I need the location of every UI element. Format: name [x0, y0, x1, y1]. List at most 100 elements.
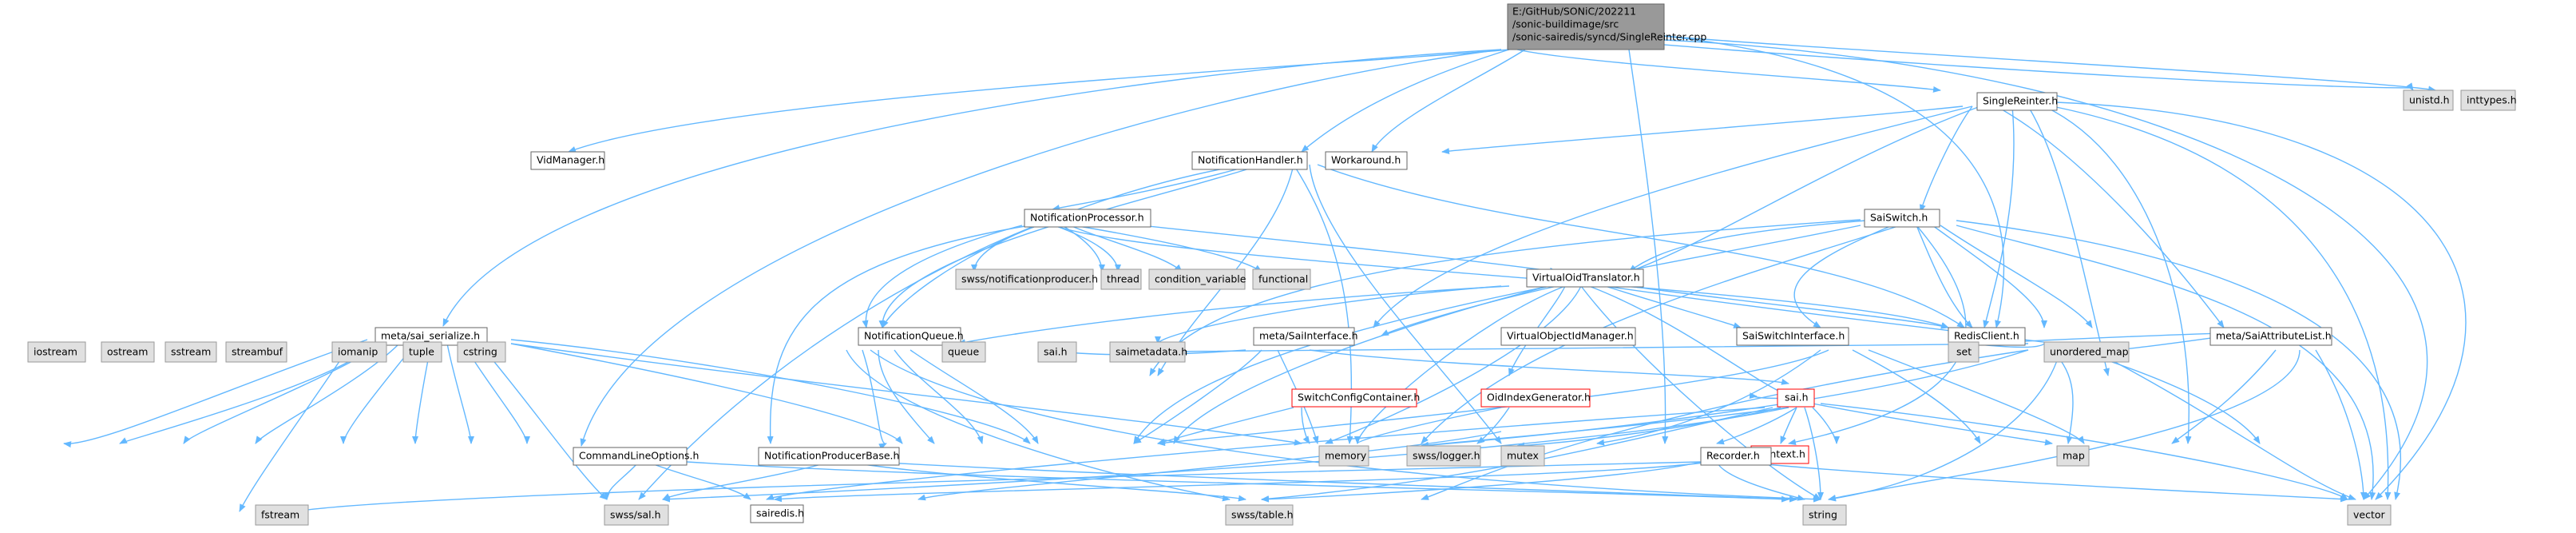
- svg-text:unistd.h: unistd.h: [2409, 94, 2450, 106]
- node-ostream[interactable]: ostream: [101, 341, 155, 363]
- node-notificationhandler[interactable]: NotificationHandler.h: [1191, 151, 1308, 170]
- node-cstring[interactable]: cstring: [457, 341, 506, 363]
- svg-text:iostream: iostream: [34, 346, 77, 358]
- node-map[interactable]: map: [2056, 445, 2090, 467]
- node-queue[interactable]: queue: [941, 341, 986, 363]
- node-virtualoidtranslator[interactable]: VirtualOidTranslator.h: [1526, 268, 1644, 288]
- svg-text:VirtualOidTranslator.h: VirtualOidTranslator.h: [1532, 272, 1640, 284]
- svg-text:iomanip: iomanip: [338, 346, 378, 358]
- node-sstream[interactable]: sstream: [164, 341, 217, 363]
- svg-text:RedisClient.h: RedisClient.h: [1954, 330, 2019, 342]
- svg-text:meta/SaiAttributeList.h: meta/SaiAttributeList.h: [2216, 330, 2332, 342]
- node-swss-table[interactable]: swss/table.h: [1225, 504, 1294, 526]
- node-notificationproducerbase[interactable]: NotificationProducerBase.h: [758, 447, 900, 466]
- node-fstream[interactable]: fstream: [255, 504, 309, 526]
- svg-text:fstream: fstream: [261, 509, 299, 521]
- svg-text:map: map: [2063, 450, 2085, 462]
- node-saiswitch[interactable]: SaiSwitch.h: [1864, 209, 1940, 228]
- svg-text:sairedis.h: sairedis.h: [756, 507, 804, 519]
- svg-text:functional: functional: [1258, 273, 1308, 285]
- svg-text:NotificationProcessor.h: NotificationProcessor.h: [1030, 212, 1144, 224]
- node-meta-saiinterface[interactable]: meta/SaiInterface.h: [1253, 327, 1358, 346]
- svg-text:SaiSwitch.h: SaiSwitch.h: [1870, 212, 1928, 224]
- svg-text:NotificationProducerBase.h: NotificationProducerBase.h: [764, 450, 899, 462]
- svg-text:queue: queue: [948, 346, 979, 358]
- node-set[interactable]: set: [1948, 341, 1980, 363]
- node-inttypes[interactable]: inttypes.h: [2460, 89, 2517, 111]
- svg-text:NotificationHandler.h: NotificationHandler.h: [1198, 154, 1303, 166]
- node-tuple[interactable]: tuple: [402, 341, 442, 363]
- svg-text:string: string: [1809, 509, 1837, 521]
- node-condition-variable[interactable]: condition_variable: [1148, 268, 1246, 290]
- svg-text:sai.h: sai.h: [1785, 392, 1809, 404]
- node-unistd[interactable]: unistd.h: [2403, 89, 2454, 111]
- svg-text:inttypes.h: inttypes.h: [2467, 94, 2517, 106]
- node-mutex[interactable]: mutex: [1500, 445, 1545, 467]
- node-sai-h-red[interactable]: sai.h: [1777, 388, 1815, 408]
- svg-text:streambuf: streambuf: [232, 346, 283, 358]
- svg-text:CommandLineOptions.h: CommandLineOptions.h: [579, 450, 699, 462]
- node-thread[interactable]: thread: [1100, 268, 1142, 290]
- node-singlereinter[interactable]: SingleReinter.h: [1976, 92, 2058, 111]
- svg-text:memory: memory: [1325, 450, 1367, 462]
- svg-text:Recorder.h: Recorder.h: [1706, 450, 1760, 462]
- svg-text:SwitchConfigContainer.h: SwitchConfigContainer.h: [1298, 392, 1420, 404]
- node-virtualobjectidmanager[interactable]: VirtualObjectIdManager.h: [1500, 327, 1636, 346]
- svg-text:VirtualObjectIdManager.h: VirtualObjectIdManager.h: [1507, 330, 1634, 342]
- svg-text:saimetadata.h: saimetadata.h: [1116, 346, 1187, 358]
- node-iomanip[interactable]: iomanip: [331, 341, 387, 363]
- node-sairedis[interactable]: sairedis.h: [750, 504, 804, 523]
- root-line-3: /sonic-sairedis/syncd/SingleReinter.cpp: [1512, 31, 1706, 43]
- svg-text:ostream: ostream: [107, 346, 148, 358]
- svg-text:vector: vector: [2353, 509, 2386, 521]
- svg-text:swss/table.h: swss/table.h: [1231, 509, 1294, 521]
- node-swss-logger[interactable]: swss/logger.h: [1406, 445, 1481, 467]
- node-meta-sai-serialize[interactable]: meta/sai_serialize.h: [375, 327, 488, 346]
- svg-text:sstream: sstream: [171, 346, 211, 358]
- svg-text:set: set: [1956, 346, 1972, 358]
- svg-text:meta/sai_serialize.h: meta/sai_serialize.h: [381, 330, 480, 342]
- svg-text:thread: thread: [1107, 273, 1139, 285]
- node-commandlineoptions[interactable]: CommandLineOptions.h: [573, 447, 699, 466]
- node-notificationprocessor[interactable]: NotificationProcessor.h: [1024, 209, 1151, 228]
- svg-text:swss/notificationproducer.h: swss/notificationproducer.h: [961, 273, 1098, 285]
- node-saimetadata[interactable]: saimetadata.h: [1109, 341, 1187, 363]
- svg-text:Workaround.h: Workaround.h: [1331, 154, 1401, 166]
- node-vidmanager[interactable]: VidManager.h: [530, 151, 605, 170]
- svg-text:meta/SaiInterface.h: meta/SaiInterface.h: [1259, 330, 1358, 342]
- node-meta-saiattributelist[interactable]: meta/SaiAttributeList.h: [2209, 327, 2332, 346]
- svg-text:swss/sal.h: swss/sal.h: [610, 509, 661, 521]
- node-switchconfigcontainer[interactable]: SwitchConfigContainer.h: [1291, 388, 1420, 408]
- svg-text:mutex: mutex: [1507, 450, 1539, 462]
- svg-text:VidManager.h: VidManager.h: [537, 154, 604, 166]
- svg-text:SaiSwitchInterface.h: SaiSwitchInterface.h: [1742, 330, 1845, 342]
- node-saiswitchinterface[interactable]: SaiSwitchInterface.h: [1736, 327, 1849, 346]
- node-workaround[interactable]: Workaround.h: [1325, 151, 1408, 170]
- svg-text:unordered_map: unordered_map: [2050, 346, 2129, 358]
- node-redisclient[interactable]: RedisClient.h: [1948, 327, 2026, 346]
- node-oidindexgenerator[interactable]: OidIndexGenerator.h: [1480, 388, 1591, 408]
- node-swss-notificationproducer[interactable]: swss/notificationproducer.h: [955, 268, 1098, 290]
- svg-text:tuple: tuple: [409, 346, 434, 358]
- svg-text:OidIndexGenerator.h: OidIndexGenerator.h: [1487, 392, 1591, 404]
- node-functional[interactable]: functional: [1252, 268, 1311, 290]
- svg-text:condition_variable: condition_variable: [1155, 273, 1246, 285]
- svg-text:SingleReinter.h: SingleReinter.h: [1983, 95, 2058, 107]
- root-file-node[interactable]: E:/GitHub/SONiC/202211 /sonic-buildimage…: [1507, 3, 1706, 50]
- node-vector[interactable]: vector: [2347, 504, 2392, 526]
- node-unordered-map[interactable]: unordered_map: [2043, 341, 2130, 363]
- node-sai-h[interactable]: sai.h: [1037, 341, 1077, 363]
- node-iostream[interactable]: iostream: [27, 341, 86, 363]
- root-line-2: /sonic-buildimage/src: [1512, 18, 1619, 30]
- svg-text:sai.h: sai.h: [1044, 346, 1068, 358]
- node-streambuf[interactable]: streambuf: [225, 341, 287, 363]
- node-string[interactable]: string: [1802, 504, 1847, 526]
- svg-text:NotificationQueue.h: NotificationQueue.h: [864, 330, 964, 342]
- node-swss-sal[interactable]: swss/sal.h: [604, 504, 669, 526]
- root-line-1: E:/GitHub/SONiC/202211: [1512, 6, 1636, 18]
- node-memory[interactable]: memory: [1318, 445, 1369, 467]
- node-recorder[interactable]: Recorder.h: [1700, 447, 1772, 466]
- svg-text:cstring: cstring: [463, 346, 497, 358]
- node-notificationqueue[interactable]: NotificationQueue.h: [858, 327, 964, 346]
